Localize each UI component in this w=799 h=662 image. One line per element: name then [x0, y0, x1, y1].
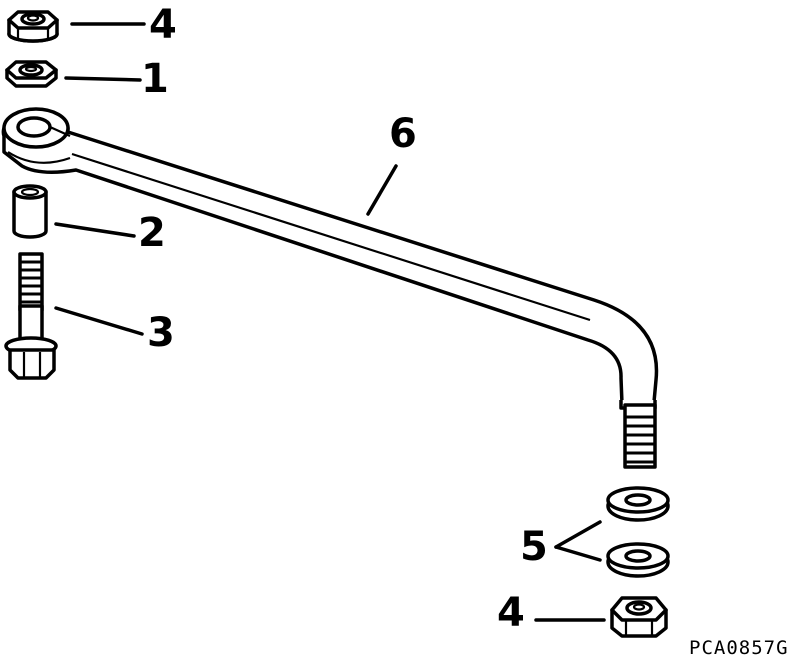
- leader-5-lower: [554, 545, 602, 562]
- callout-2: 2: [138, 210, 166, 256]
- callout-4-bottom: 4: [497, 590, 525, 636]
- lock-nut-bottom: [610, 596, 668, 638]
- leader-6: [366, 164, 398, 216]
- bushing: [12, 184, 48, 239]
- leader-1: [64, 76, 142, 82]
- callout-5: 5: [520, 524, 548, 570]
- hex-nut: [5, 60, 58, 88]
- tie-bar: [1, 107, 659, 469]
- callout-3: 3: [147, 310, 175, 356]
- callout-4-top: 4: [149, 2, 177, 48]
- callout-6: 6: [389, 111, 417, 157]
- leader-5-upper: [554, 520, 602, 549]
- washer-upper: [606, 486, 670, 522]
- flange-bolt: [4, 252, 58, 380]
- leader-2: [54, 222, 136, 238]
- lock-nut-top: [7, 10, 59, 43]
- callout-1: 1: [141, 56, 169, 102]
- washer-lower: [606, 542, 670, 578]
- leader-3: [54, 306, 144, 336]
- figure-code: PCA0857G: [689, 637, 789, 657]
